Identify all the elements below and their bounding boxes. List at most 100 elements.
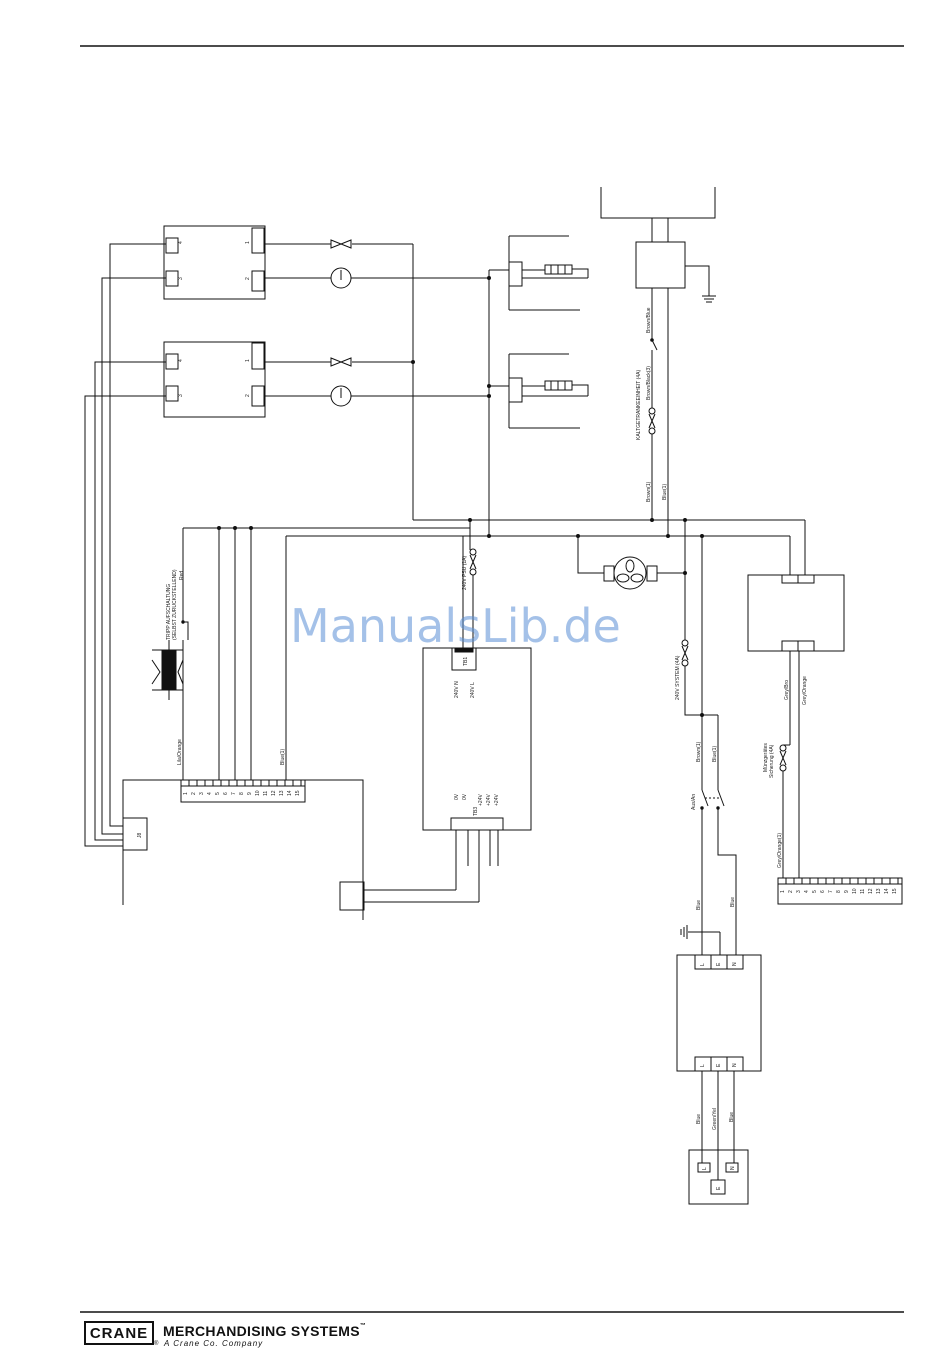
ground-symbol-mid (680, 925, 721, 955)
pin-left-2: 2 (191, 792, 197, 795)
label-tb3: TB3 (473, 807, 479, 816)
pin-left-11: 11 (263, 791, 269, 796)
power-switch (700, 789, 725, 810)
connector-j8 (122, 817, 148, 851)
connector-top-2 (508, 377, 523, 403)
label-tb1: TB1 (463, 657, 469, 666)
label-psu-fuse: 240V PSU (1A) (462, 555, 468, 590)
label-brown1b: Brown(1) (696, 741, 702, 762)
label-lila-orange: Lila/Orange (177, 739, 183, 765)
label-0v-b: 0V (462, 793, 468, 800)
valve-symbol-1 (330, 239, 352, 249)
label-top-n: N (732, 962, 738, 966)
relay-box-2 (163, 341, 266, 418)
label-24v-a: +24V (478, 794, 484, 806)
label-top-l: L (700, 963, 706, 966)
fan-motor (577, 536, 687, 590)
label-blue1: Blue(1) (662, 484, 668, 500)
label-top-e: E (716, 962, 722, 966)
coin-mech-box (747, 574, 845, 652)
connector-lower-left (339, 881, 365, 911)
label-tripp-2: (SELBST ZURUCKSTELLEND) (172, 569, 178, 640)
label-blue1b: Blue(1) (280, 749, 286, 765)
relay2-pin-3: 3 (178, 394, 184, 397)
label-plug-l: L (702, 1167, 708, 1170)
relay2-pin-4: 4 (178, 359, 184, 362)
label-blue-b1: Blue (696, 1114, 702, 1124)
label-blue-b2: Blue (729, 1112, 735, 1122)
label-bot-n: N (732, 1063, 738, 1067)
label-24v-c: +24V (494, 794, 500, 806)
relay1-pin-4: 4 (178, 241, 184, 244)
pin-right-7: 7 (828, 890, 834, 893)
relay1-pin-1: 1 (245, 241, 251, 244)
label-brown-black: Brown/Black(3) (646, 366, 652, 400)
label-kaltgetraenk: KALTGETRANKEEINHEIT (4A) (636, 370, 642, 440)
label-muenz-1: Münzgerätes (763, 743, 769, 772)
label-tripp-1: TRIPP AUFSCHALTUNG (166, 584, 172, 640)
relay2-pin-2: 2 (245, 394, 251, 397)
relay-box-1 (163, 225, 266, 300)
pin-right-1: 1 (780, 890, 786, 893)
label-grey-orange1: Grey/Orange(1) (777, 833, 783, 868)
label-0v-a: 0V (454, 793, 460, 800)
label-plug-n: N (730, 1166, 736, 1170)
label-blue-left: Blue (696, 900, 702, 910)
label-blue1c: Blue(1) (712, 746, 718, 762)
terminal-block-left (180, 779, 306, 803)
label-psu-240l: 240V L (470, 682, 476, 698)
psu-fuse (469, 528, 477, 648)
system-fuse (681, 639, 689, 667)
mains-plug (688, 1149, 749, 1205)
relay2-pin-1: 1 (245, 359, 251, 362)
watermark: ManualsLib.de (290, 599, 621, 653)
pin-right-13: 13 (876, 888, 882, 894)
relay1-pin-2: 2 (245, 277, 251, 280)
pin-left-13: 13 (279, 790, 285, 796)
ground-symbol-top (685, 265, 716, 303)
pin-right-9: 9 (844, 890, 850, 893)
registered-mark: ® (154, 1341, 159, 1347)
pin-left-4: 4 (207, 792, 213, 795)
pin-right-15: 15 (892, 888, 898, 894)
power-supply-unit (422, 647, 532, 831)
relay1-pin-3: 3 (178, 277, 184, 280)
thermal-trip-device (151, 640, 184, 700)
coin-mech-fuse (779, 744, 790, 878)
label-bot-e: E (716, 1063, 722, 1067)
pin-right-6: 6 (820, 890, 826, 893)
terminal-block-right (777, 877, 903, 905)
footer-logo: CRANE ® MERCHANDISING SYSTEMS™ A Crane C… (84, 1321, 904, 1353)
label-red: Red (179, 571, 185, 580)
label-psu-240n: 240V N (454, 681, 460, 698)
company-subtitle: A Crane Co. Company (164, 1339, 264, 1348)
label-bot-l: L (700, 1064, 706, 1067)
mains-filter-box (676, 954, 762, 1072)
label-system-fuse: 240V SYSTEM (4A) (675, 655, 681, 700)
motor-symbol-2 (330, 385, 352, 407)
pin-left-6: 6 (223, 792, 229, 795)
pin-right-3: 3 (796, 890, 802, 893)
label-blue-right: Blue (730, 897, 736, 907)
cold-drink-controller-box (635, 241, 686, 289)
label-green-yel: Green/Yel (712, 1108, 718, 1130)
pin-right-4: 4 (804, 890, 810, 893)
pin-left-1: 1 (183, 792, 189, 795)
pin-left-14: 14 (287, 790, 293, 796)
valve-symbol-2 (330, 357, 352, 367)
pin-left-5: 5 (215, 792, 221, 795)
label-plug-e: E (716, 1186, 722, 1190)
label-grey-orange: Grey/Orange (802, 676, 808, 705)
company-name-text: MERCHANDISING SYSTEMS (163, 1323, 360, 1339)
pin-left-9: 9 (247, 792, 253, 795)
label-24v-b: +24V (486, 794, 492, 806)
connector-top-1 (508, 261, 523, 287)
pin-right-10: 10 (852, 888, 858, 894)
motor-symbol-1 (330, 267, 352, 289)
pin-right-8: 8 (836, 890, 842, 893)
label-aus-an: Aus/An (691, 794, 697, 810)
trademark-mark: ™ (359, 1323, 367, 1329)
pin-right-5: 5 (812, 890, 818, 893)
pin-left-12: 12 (271, 790, 277, 796)
